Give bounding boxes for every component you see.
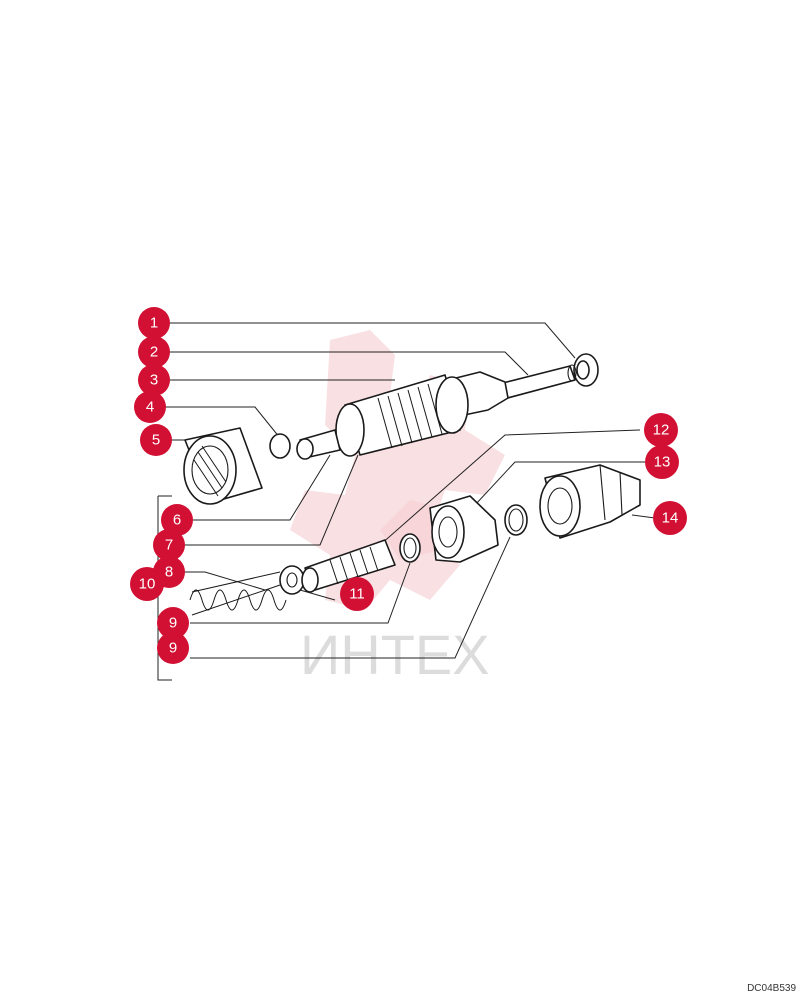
svg-text:10: 10	[139, 576, 156, 593]
watermark-text: ИНТЕХ	[300, 623, 490, 686]
svg-text:11: 11	[349, 586, 365, 603]
adjuster-part-11	[301, 539, 396, 593]
callout-14: 14	[653, 501, 687, 535]
washer-small	[279, 565, 305, 595]
cap-nut-part-14	[539, 464, 641, 539]
svg-text:7: 7	[165, 537, 173, 554]
nut-part-5	[183, 427, 263, 505]
svg-text:14: 14	[662, 510, 679, 527]
svg-text:2: 2	[150, 344, 158, 361]
callout-4: 4	[134, 391, 166, 423]
svg-text:8: 8	[165, 564, 173, 581]
callout-3: 3	[138, 364, 170, 396]
spring-part-8	[189, 571, 287, 616]
callout-9-a: 9	[157, 607, 189, 639]
svg-text:5: 5	[152, 432, 160, 449]
callout-7: 7	[153, 529, 185, 561]
svg-text:13: 13	[654, 454, 671, 471]
o-ring-part-9-a	[399, 533, 421, 563]
callout-9-b: 9	[157, 632, 189, 664]
callout-10: 10	[130, 567, 164, 601]
callout-1: 1	[138, 307, 170, 339]
callout-5: 5	[140, 424, 172, 456]
svg-text:3: 3	[150, 372, 158, 389]
callout-2: 2	[138, 336, 170, 368]
callout-6: 6	[161, 504, 193, 536]
drawing-code: DC04B539	[747, 983, 796, 994]
callout-11: 11	[340, 577, 374, 611]
hex-nut-part-13	[429, 495, 499, 563]
svg-text:6: 6	[173, 512, 181, 529]
svg-text:4: 4	[146, 399, 154, 416]
injector-body-part-3	[335, 364, 577, 457]
svg-text:12: 12	[653, 422, 670, 439]
o-ring-part-9-b	[504, 504, 528, 536]
callout-13: 13	[645, 445, 679, 479]
leader-lines	[157, 322, 656, 681]
pin-part-4	[269, 429, 341, 460]
svg-text:9: 9	[169, 640, 177, 657]
svg-text:9: 9	[169, 615, 177, 632]
svg-text:1: 1	[150, 315, 158, 332]
callout-12: 12	[644, 413, 678, 447]
washer-part-1	[573, 353, 599, 387]
